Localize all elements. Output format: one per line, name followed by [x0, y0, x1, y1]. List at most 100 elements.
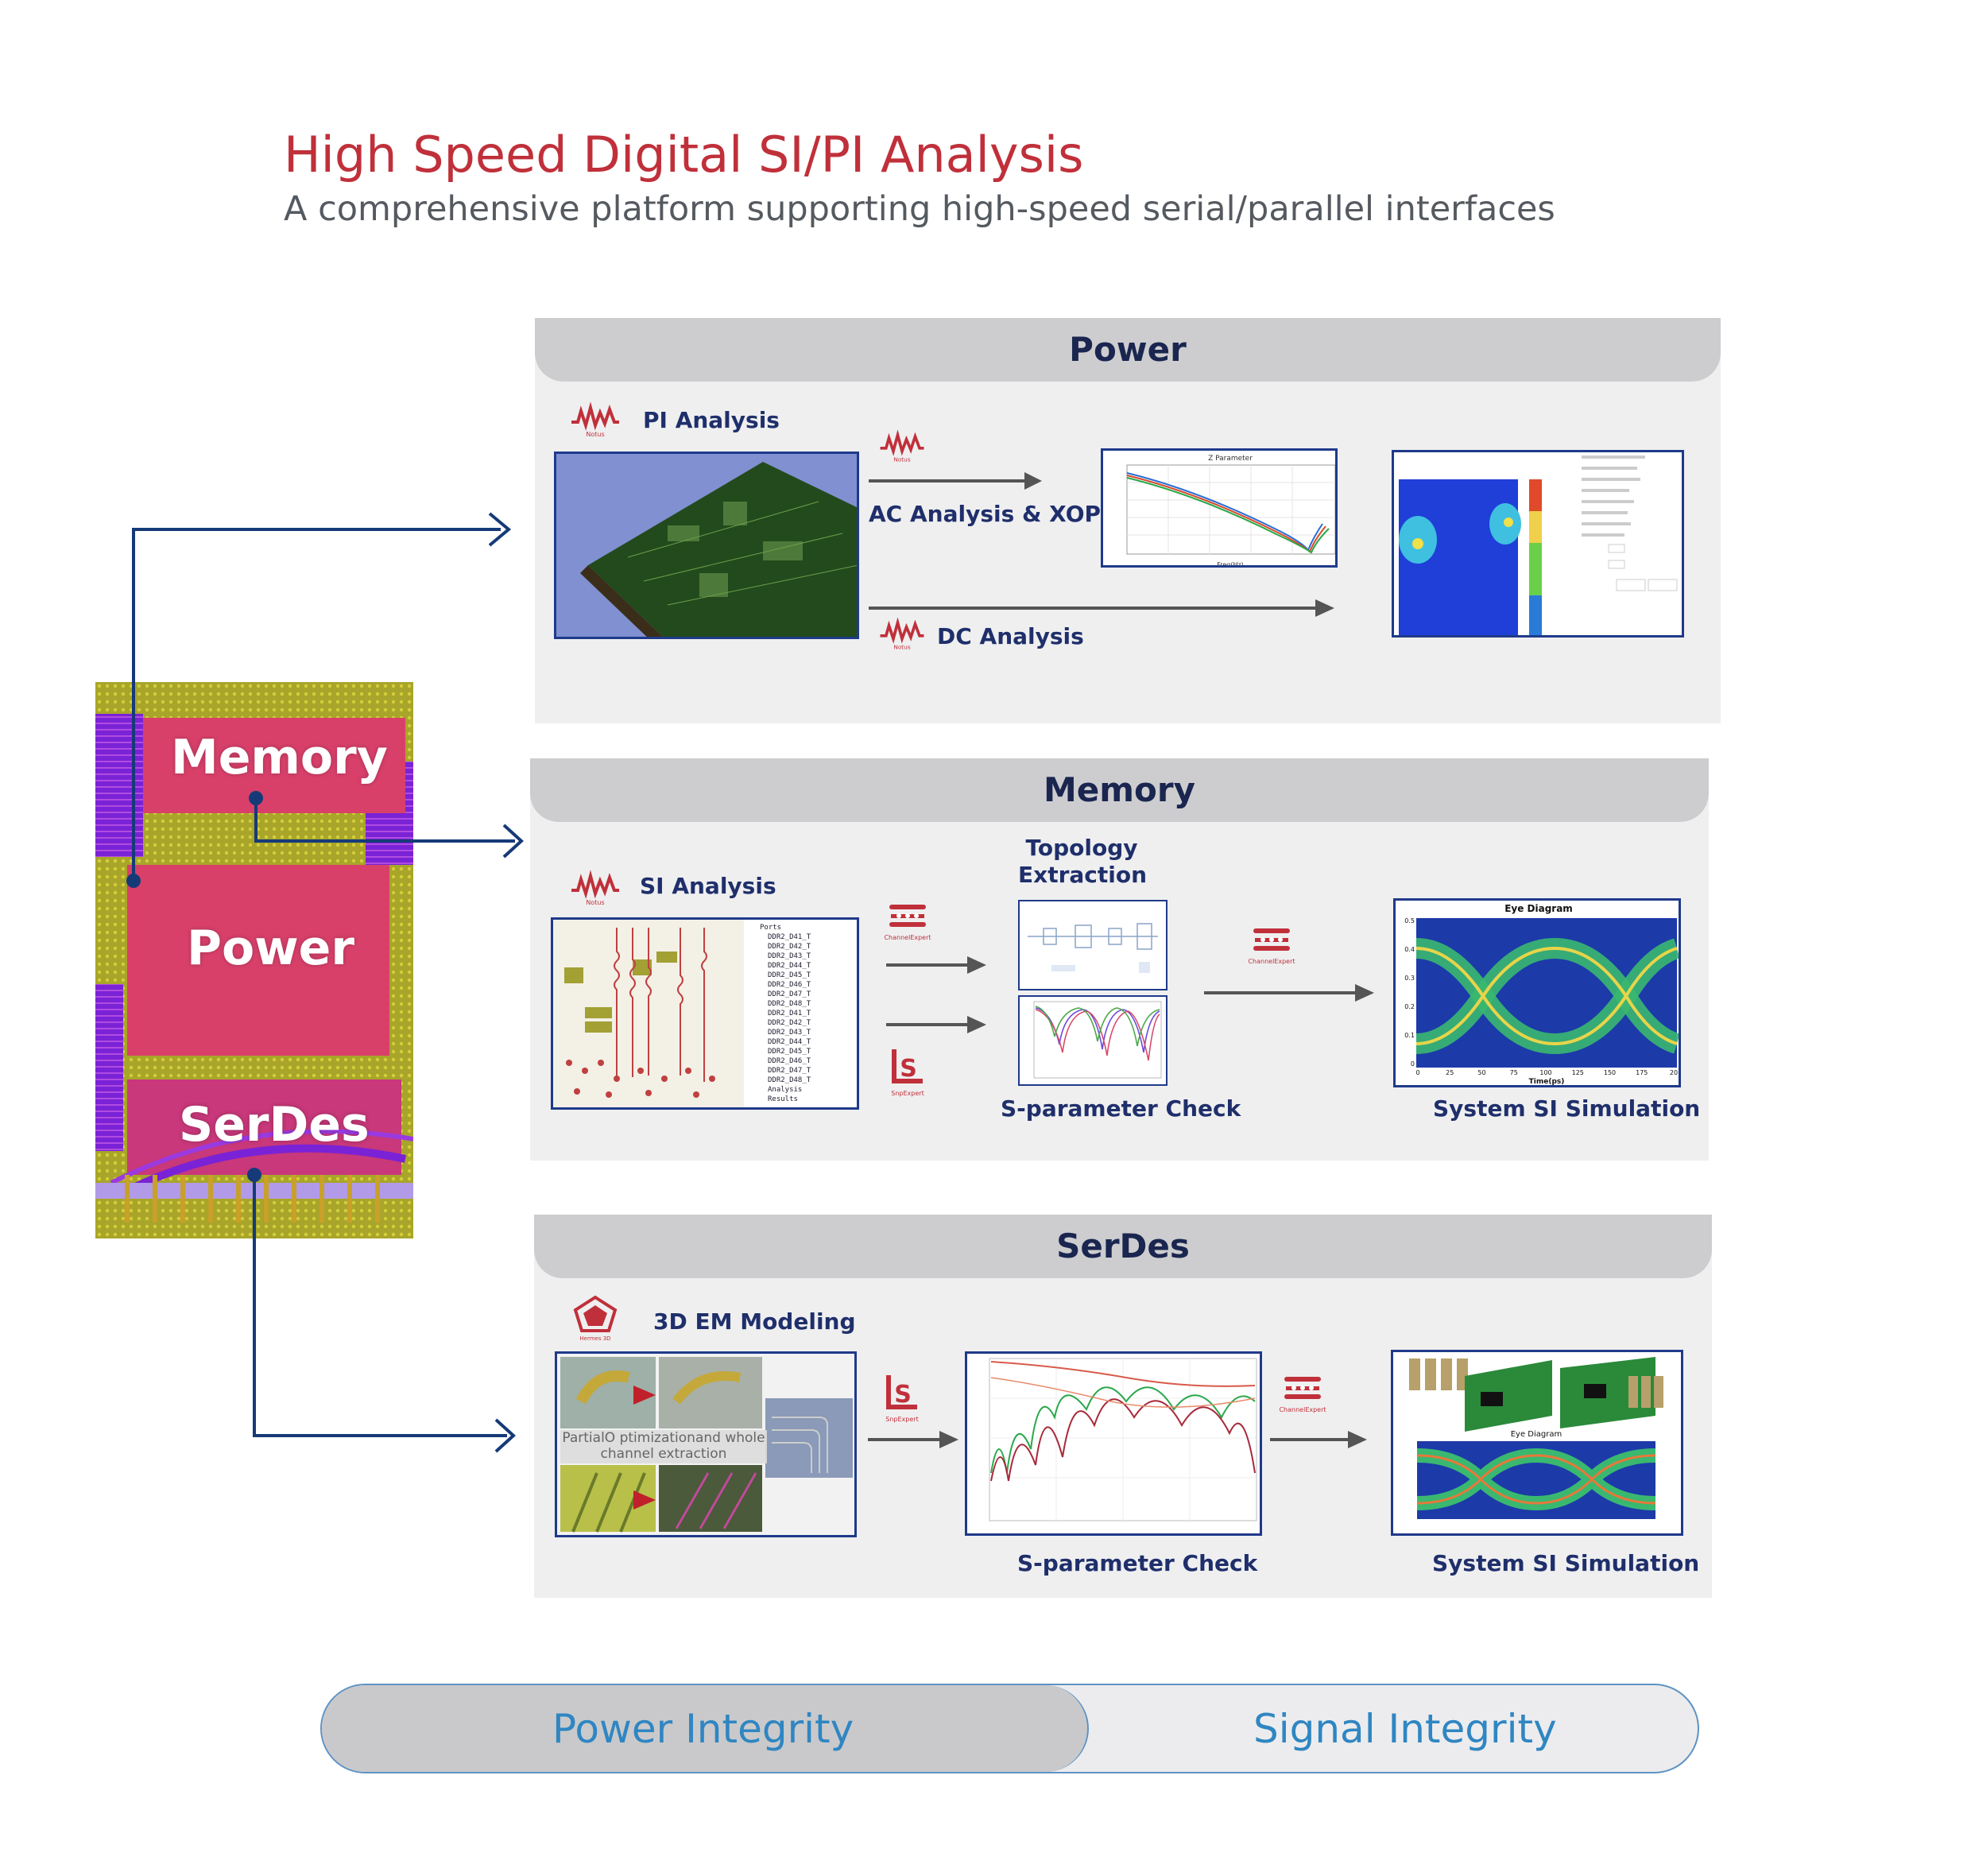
serdes-system-si-arrow	[1270, 1431, 1367, 1448]
port-tree-item[interactable]: DDR2_D43_T	[768, 952, 811, 960]
power-panel-heading: Power	[535, 318, 1721, 382]
memory-panel-heading: Memory	[530, 758, 1709, 822]
eye-y-ticks: 0.5 0.4 0.3 0.2 0.1 0	[1404, 917, 1415, 1068]
integrity-bar: Power Integrity Signal Integrity	[320, 1684, 1699, 1773]
hermes-3d-logo-icon: Hermes 3D	[573, 1295, 618, 1342]
notus-logo-text: Notus	[893, 643, 910, 650]
topology-line-1: Topology	[1025, 835, 1138, 861]
page-subtitle: A comprehensive platform supporting high…	[284, 189, 1555, 229]
serdes-panel: SerDes Hermes 3D 3D EM Modeling	[534, 1215, 1712, 1598]
port-tree-header: Ports	[760, 924, 782, 932]
channel-expert-logo-icon-2: ChannelExpert	[1248, 928, 1295, 965]
page-title: High Speed Digital SI/PI Analysis	[284, 126, 1084, 184]
dc-arrow	[869, 599, 1334, 617]
port-tree-item[interactable]: DDR2_D44_T	[768, 962, 811, 970]
notus-dc-logo-icon: Notus	[880, 617, 924, 650]
si-analysis-label: SI Analysis	[640, 873, 776, 899]
em-caption-line-1: PartialO ptimizationand whole	[562, 1430, 765, 1446]
chip-memory-label: Memory	[171, 730, 388, 785]
chip-illustration: Memory Power SerDes	[95, 682, 414, 1238]
channel-expert-logo-text: ChannelExpert	[884, 934, 931, 941]
notus-logo-text: Notus	[893, 455, 910, 463]
snp-expert-logo-text: SnpExpert	[885, 1416, 918, 1423]
serdes-panel-heading: SerDes	[534, 1215, 1712, 1278]
chip-serdes-label: SerDes	[179, 1097, 370, 1153]
hermes-logo-text: Hermes 3D	[579, 1335, 610, 1342]
memory-system-si-label: System SI Simulation	[1433, 1095, 1701, 1122]
topology-extraction-label: Topology Extraction	[1018, 835, 1148, 889]
em-modeling-thumbnail: PartialO ptimizationand whole channel ex…	[555, 1351, 857, 1537]
memory-sparam-plot	[1018, 995, 1167, 1086]
eye-x-tick: 20	[1670, 1069, 1678, 1076]
power-panel: Power Notus PI Analysis Notus AC Anal	[535, 318, 1721, 723]
serdes-system-si-thumbnail: Eye Diagram	[1391, 1350, 1683, 1536]
eye-x-tick: 50	[1477, 1069, 1485, 1076]
serdes-sparam-arrow	[868, 1431, 958, 1448]
eye-y-tick: 0.4	[1404, 946, 1415, 953]
notus-si-logo-icon: Notus	[571, 870, 619, 906]
eye-y-tick: 0.3	[1404, 975, 1415, 982]
z-param-xlabel: Freq(Hz)	[1217, 561, 1244, 568]
pi-analysis-label: PI Analysis	[643, 407, 780, 433]
eye-x-tick: 0	[1415, 1069, 1419, 1076]
serdes-eye-title: Eye Diagram	[1511, 1430, 1562, 1439]
serdes-system-si-label: System SI Simulation	[1432, 1550, 1700, 1576]
z-param-title: Z Parameter	[1208, 455, 1253, 463]
dc-result-thumbnail	[1392, 450, 1684, 638]
svg-text:S: S	[894, 1381, 912, 1409]
port-tree-item[interactable]: DDR2_D41_T	[768, 933, 811, 941]
pcb-board-thumbnail	[554, 452, 859, 639]
notus-logo-text: Notus	[586, 899, 604, 906]
port-tree-item[interactable]: DDR2_D45_T	[768, 971, 811, 979]
port-tree-item[interactable]: DDR2_D43_T	[768, 1029, 811, 1037]
eye-x-tick: 175	[1636, 1069, 1648, 1076]
eye-title: Eye Diagram	[1504, 903, 1573, 914]
power-integrity-label[interactable]: Power Integrity	[552, 1706, 854, 1752]
port-tree-item[interactable]: DDR2_D44_T	[768, 1038, 811, 1046]
channel-expert-logo-text: ChannelExpert	[1248, 958, 1295, 965]
eye-y-tick: 0.5	[1404, 917, 1415, 924]
svg-text:S: S	[900, 1055, 917, 1083]
channel-expert-logo-icon: ChannelExpert	[884, 905, 931, 941]
eye-y-tick: 0	[1411, 1060, 1415, 1068]
z-parameter-plot: Z Parameter Freq(Hz)	[1101, 448, 1338, 568]
port-tree-item[interactable]: DDR2_D47_T	[768, 990, 811, 998]
port-tree-item[interactable]: DDR2_D48_T	[768, 1000, 811, 1008]
system-si-arrow	[1204, 984, 1374, 1002]
em-caption-line-2: channel extraction	[600, 1446, 727, 1462]
eye-y-tick: 0.1	[1404, 1032, 1415, 1039]
eye-y-tick: 0.2	[1404, 1003, 1415, 1010]
port-tree-item[interactable]: DDR2_D42_T	[768, 1019, 811, 1027]
snp-expert-serdes-logo-icon: S SnpExpert	[885, 1375, 919, 1423]
port-tree-footer-analysis: Analysis	[768, 1086, 803, 1094]
port-tree-item[interactable]: DDR2_D48_T	[768, 1076, 811, 1084]
chip-power-label: Power	[187, 921, 354, 976]
port-tree-item[interactable]: DDR2_D46_T	[768, 1057, 811, 1065]
serdes-sparam-check-label: S-parameter Check	[1017, 1550, 1258, 1576]
eye-xlabel: Time(ps)	[1529, 1078, 1565, 1085]
eye-x-tick: 25	[1446, 1069, 1454, 1076]
notus-logo-text: Notus	[586, 431, 604, 438]
port-tree-item[interactable]: DDR2_D45_T	[768, 1048, 811, 1056]
topology-arrow	[886, 956, 986, 974]
sparam-arrow	[886, 1016, 986, 1033]
ac-analysis-label: AC Analysis & XOPI	[869, 501, 1109, 527]
port-tree-item[interactable]: DDR2_D41_T	[768, 1010, 811, 1017]
topology-line-2: Extraction	[1018, 862, 1148, 888]
serdes-sparam-plot	[965, 1351, 1262, 1536]
port-tree-item[interactable]: DDR2_D46_T	[768, 981, 811, 989]
channel-expert-logo-text: ChannelExpert	[1279, 1406, 1326, 1413]
power-integrity-segment[interactable]	[322, 1685, 1089, 1772]
signal-integrity-label[interactable]: Signal Integrity	[1253, 1706, 1557, 1752]
topology-schematic-thumbnail	[1018, 900, 1167, 990]
port-tree-item[interactable]: DDR2_D42_T	[768, 943, 811, 951]
channel-expert-serdes-logo-icon: ChannelExpert	[1279, 1377, 1326, 1413]
snp-expert-logo-icon: S SnpExpert	[891, 1049, 924, 1097]
port-tree-item[interactable]: DDR2_D47_T	[768, 1067, 811, 1075]
eye-x-tick: 150	[1604, 1069, 1616, 1076]
port-tree-footer-results: Results	[768, 1095, 798, 1103]
